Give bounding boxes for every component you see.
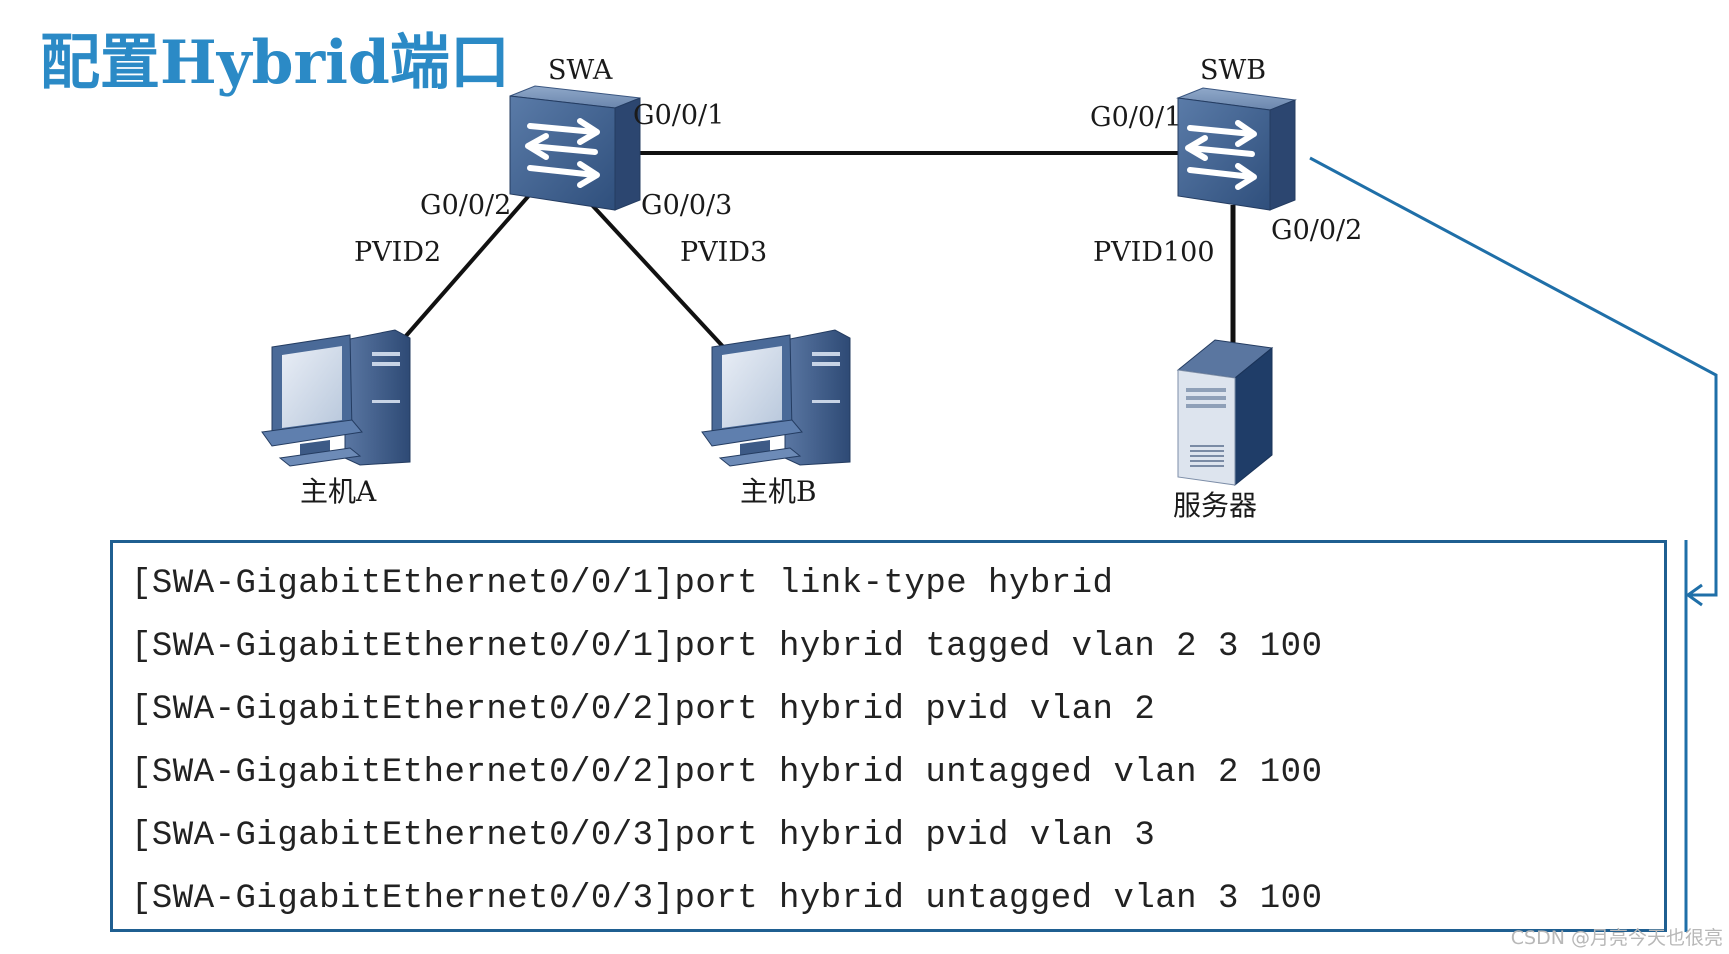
connector-arrow-line <box>1309 156 1718 597</box>
connector-arrowhead <box>1685 583 1703 607</box>
port-label-swb-g001: G0/0/1 <box>1090 102 1182 133</box>
pvid-label-host-a: PVID2 <box>354 237 442 268</box>
link-swa-host-b <box>590 203 730 354</box>
port-label-swa-g002: G0/0/2 <box>420 190 512 221</box>
switch-swa-label: SWA <box>548 55 613 86</box>
command-box: [SWA-GigabitEthernet0/0/1]port link-type… <box>110 540 1667 932</box>
port-label-swa-g003: G0/0/3 <box>641 190 733 221</box>
command-line: [SWA-GigabitEthernet0/0/1]port hybrid ta… <box>131 628 1323 666</box>
port-label-swb-g002: G0/0/2 <box>1271 215 1363 246</box>
pvid-label-server: PVID100 <box>1093 237 1215 268</box>
port-label-swa-g001: G0/0/1 <box>633 100 725 131</box>
device-label-host-a: 主机A <box>300 475 377 508</box>
device-label-server: 服务器 <box>1173 489 1258 522</box>
page-title: 配置Hybrid端口 <box>40 28 510 98</box>
command-line: [SWA-GigabitEthernet0/0/1]port link-type… <box>131 565 1114 603</box>
link-swa-host-a <box>396 190 534 347</box>
switch-swb-label: SWB <box>1200 55 1267 86</box>
host-a-computer-icon <box>261 329 411 467</box>
command-line: [SWA-GigabitEthernet0/0/2]port hybrid pv… <box>131 691 1156 729</box>
switch-swb-icon <box>1176 87 1297 211</box>
host-b-computer-icon <box>701 329 851 467</box>
watermark: CSDN @月亮今天也很亮 <box>1510 927 1723 949</box>
device-label-host-b: 主机B <box>740 475 817 508</box>
pvid-label-host-b: PVID3 <box>680 237 768 268</box>
switch-swa-icon <box>509 85 641 211</box>
server-icon <box>1176 339 1274 487</box>
command-line: [SWA-GigabitEthernet0/0/3]port hybrid pv… <box>131 817 1156 855</box>
command-line: [SWA-GigabitEthernet0/0/3]port hybrid un… <box>131 880 1323 918</box>
command-line: [SWA-GigabitEthernet0/0/2]port hybrid un… <box>131 754 1323 792</box>
